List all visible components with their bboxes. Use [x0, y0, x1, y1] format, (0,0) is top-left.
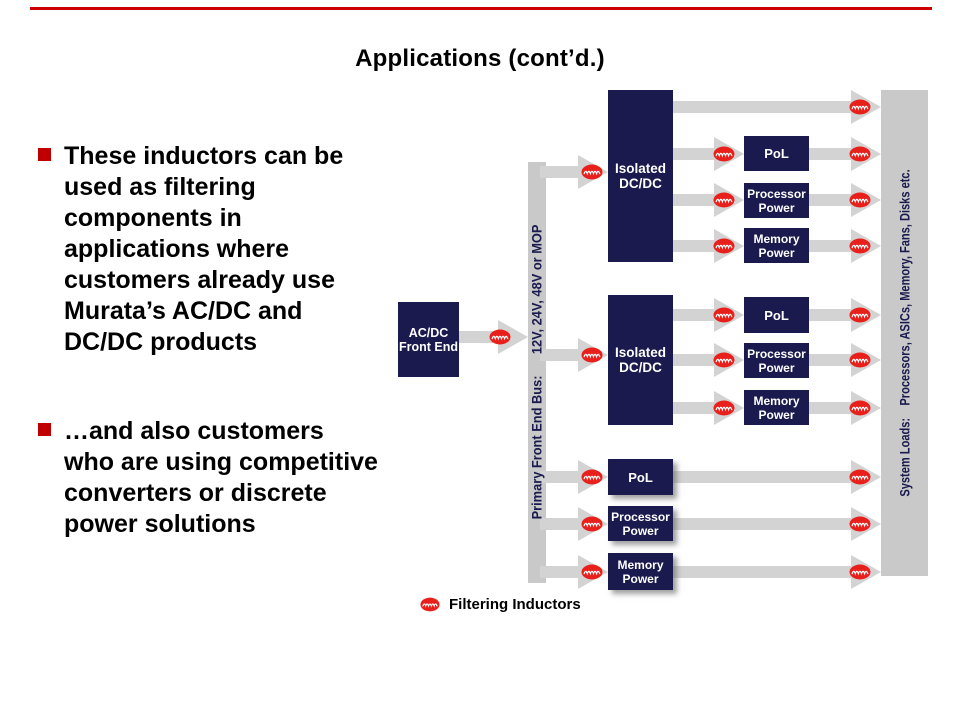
memory-power-box-2: Memory Power: [744, 390, 809, 425]
slide-title: Applications (cont’d.): [355, 45, 605, 72]
bullet-item: …and also customers who are using compet…: [38, 416, 410, 540]
arrow-shaft: [809, 354, 857, 366]
inductor-icon: [849, 192, 871, 208]
memory-power-box-1: Memory Power: [744, 228, 809, 263]
system-loads-bar: [881, 90, 928, 576]
primary-bus-label: Primary Front End Bus: 12V, 24V, 48V or …: [529, 224, 545, 520]
arrow-shaft: [673, 309, 720, 321]
isolated-dcdc-box-2: Isolated DC/DC: [608, 295, 673, 425]
inductor-icon: [581, 164, 603, 180]
pol-box-1: PoL: [744, 136, 809, 171]
arrow-shaft: [809, 402, 857, 414]
inductor-icon: [713, 307, 735, 323]
arrow-shaft: [673, 471, 857, 483]
inductor-icon: [849, 99, 871, 115]
inductor-icon: [489, 329, 511, 345]
acdc-front-end-box: AC/DC Front End: [398, 302, 459, 377]
isolated-dcdc-box-1: Isolated DC/DC: [608, 90, 673, 262]
arrow-shaft: [673, 354, 720, 366]
arrow-shaft: [673, 148, 720, 160]
bullet-text: …and also customers who are using compet…: [64, 417, 378, 538]
processor-power-box-3: Processor Power: [608, 506, 673, 541]
inductor-icon: [581, 564, 603, 580]
bullet-square-icon: [38, 423, 51, 436]
arrow-shaft: [540, 471, 584, 483]
inductor-icon: [849, 400, 871, 416]
arrow-shaft: [540, 566, 584, 578]
processor-power-box-1: Processor Power: [744, 183, 809, 218]
inductor-icon: [581, 516, 603, 532]
bullet-square-icon: [38, 148, 51, 161]
inductor-icon: [849, 352, 871, 368]
inductor-icon: [849, 469, 871, 485]
system-loads-label: System Loads: Processors, ASICs, Memory,…: [897, 169, 913, 497]
bullet-text: These inductors can be used as filtering…: [64, 142, 344, 356]
inductor-icon: [849, 146, 871, 162]
arrow-shaft: [673, 101, 857, 113]
arrow-shaft: [809, 194, 857, 206]
arrow-shaft: [809, 148, 857, 160]
bullet-item: These inductors can be used as filtering…: [38, 141, 410, 358]
inductor-icon: [849, 516, 871, 532]
inductor-icon: [713, 238, 735, 254]
arrow-shaft: [809, 240, 857, 252]
inductor-icon: [581, 347, 603, 363]
arrow-shaft: [673, 194, 720, 206]
inductor-icon: [849, 564, 871, 580]
inductor-icon: [849, 238, 871, 254]
legend: Filtering Inductors: [420, 596, 581, 613]
inductor-icon: [713, 352, 735, 368]
processor-power-box-2: Processor Power: [744, 343, 809, 378]
inductor-icon: [713, 192, 735, 208]
pol-box-3: PoL: [608, 459, 673, 495]
inductor-icon: [849, 307, 871, 323]
inductor-icon: [581, 469, 603, 485]
arrow-shaft: [673, 240, 720, 252]
arrow-shaft: [540, 166, 584, 178]
top-accent-line: [30, 7, 932, 10]
memory-power-box-3: Memory Power: [608, 553, 673, 590]
pol-box-2: PoL: [744, 297, 809, 333]
arrow-shaft: [673, 402, 720, 414]
arrow-shaft: [540, 349, 584, 361]
legend-inductor-icon: [420, 597, 440, 612]
arrow-shaft: [673, 566, 857, 578]
legend-label: Filtering Inductors: [449, 596, 581, 613]
bullet-list: These inductors can be used as filtering…: [38, 141, 410, 540]
arrow-shaft: [673, 518, 857, 530]
inductor-icon: [713, 400, 735, 416]
arrow-shaft: [809, 309, 857, 321]
inductor-icon: [713, 146, 735, 162]
arrow-shaft: [540, 518, 584, 530]
